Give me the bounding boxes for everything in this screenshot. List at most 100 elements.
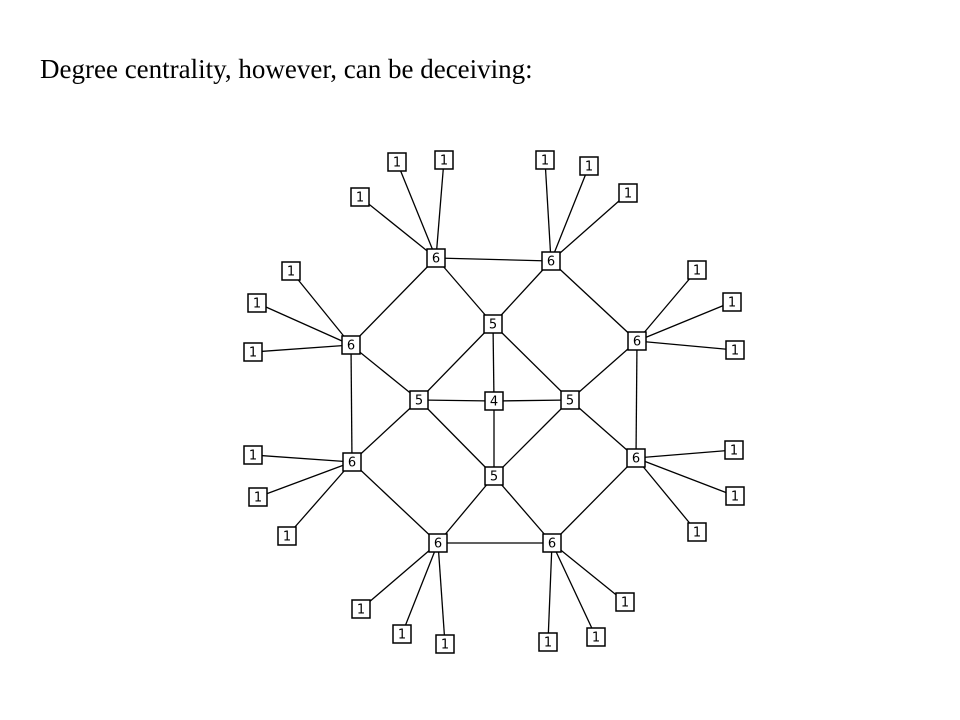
graph-edge-m1-h2 [492,260,552,325]
graph-node-h4: 6 [627,331,647,351]
graph-edge-h2-l2a [544,159,552,262]
graph-edge-h7-l7c [437,542,446,645]
node-box [434,150,454,170]
node-box [484,466,504,486]
node-degree-label: 1 [249,449,257,464]
node-degree-label: 1 [283,530,291,545]
graph-edge-h7-l7a [360,542,439,610]
graph-edge-m2-h3 [350,344,420,401]
node-box [350,187,370,207]
node-degree-label: 1 [621,596,629,611]
graph-node-m2: 5 [409,390,429,410]
graph-edge-m2-h5 [351,399,420,463]
node-degree-label: 1 [693,526,701,541]
slide-title: Degree centrality, however, can be decei… [40,54,533,84]
node-degree-label: 6 [548,537,556,552]
graph-node-l3c: 1 [243,342,263,362]
graph-edge-m4-h7 [437,475,495,544]
graph-edge-h3-l3a [290,270,352,346]
graph-edge-c-m2 [418,399,495,402]
graph-node-l2b: 1 [579,156,599,176]
node-box [243,342,263,362]
graph-node-l6c: 1 [687,522,707,542]
graph-edge-h3-l3c [252,344,352,353]
node-box [579,156,599,176]
node-box [560,390,580,410]
graph-node-m1: 5 [483,314,503,334]
graph-node-l2a: 1 [535,150,555,170]
graph-edge-h2-l2c [550,192,629,262]
node-box [722,292,742,312]
graph-node-l2c: 1 [618,183,638,203]
graph-edge-h3-h5 [350,344,353,463]
node-degree-label: 1 [544,636,552,651]
graph-node-h3: 6 [341,335,361,355]
graph-edge-h8-l8c [551,542,626,603]
node-box [538,632,558,652]
node-box [341,335,361,355]
node-box [392,624,412,644]
node-degree-label: 6 [432,252,440,267]
node-degree-label: 1 [693,264,701,279]
node-box [277,526,297,546]
node-degree-label: 4 [490,395,498,410]
node-degree-label: 6 [547,255,555,270]
node-box [618,183,638,203]
graph-node-l4a: 1 [687,260,707,280]
node-degree-label: 1 [592,631,600,646]
node-degree-label: 1 [356,191,364,206]
node-box [409,390,429,410]
node-box [615,592,635,612]
node-degree-label: 1 [253,297,261,312]
node-degree-label: 1 [731,490,739,505]
graph-edge-m3-h4 [569,340,638,401]
graph-edge-m4-m3 [493,399,571,477]
node-box [387,152,407,172]
node-box [428,533,448,553]
node-box [483,314,503,334]
graph-edge-h2-l2b [550,165,590,262]
node-box [724,440,744,460]
node-degree-label: 1 [357,603,365,618]
graph-edge-h4-l4b [636,301,733,342]
node-degree-label: 1 [624,187,632,202]
graph-edge-m1-m3 [492,323,571,401]
node-degree-label: 5 [489,318,497,333]
node-box [281,261,301,281]
graph-edge-h1-l1a [396,161,437,259]
graph-node-l4b: 1 [722,292,742,312]
node-box [725,340,745,360]
graph-edge-h1-l1c [359,196,437,259]
node-degree-label: 1 [541,154,549,169]
node-degree-label: 1 [730,444,738,459]
graph-node-m3: 5 [560,390,580,410]
graph-edge-h1-h2 [435,257,552,262]
graph-edge-h6-l6a [635,449,735,459]
graph-edge-c-m1 [492,323,495,402]
node-degree-label: 6 [633,335,641,350]
graph-node-l4c: 1 [725,340,745,360]
graph-edge-h5-l5b [257,461,353,498]
graph-node-l5c: 1 [277,526,297,546]
graph-node-l8a: 1 [538,632,558,652]
node-box [247,293,267,313]
node-box [426,248,446,268]
graph-edge-m1-h1 [435,257,494,325]
node-degree-label: 1 [731,344,739,359]
graph-node-l1a: 1 [387,152,407,172]
node-box [484,391,504,411]
graph-node-l1b: 1 [434,150,454,170]
graph-edge-m4-h8 [493,475,553,544]
node-box [586,627,606,647]
graph-node-l7a: 1 [351,599,371,619]
graph-node-h2: 6 [541,251,561,271]
graph-node-l7c: 1 [435,634,455,654]
graph-node-l3a: 1 [281,261,301,281]
graph-edge-h1-h3 [350,257,437,346]
graph-edge-c-m3 [493,399,571,402]
graph-node-h7: 6 [428,533,448,553]
node-box [687,522,707,542]
node-degree-label: 6 [347,339,355,354]
graph-edge-h5-h7 [351,461,439,544]
